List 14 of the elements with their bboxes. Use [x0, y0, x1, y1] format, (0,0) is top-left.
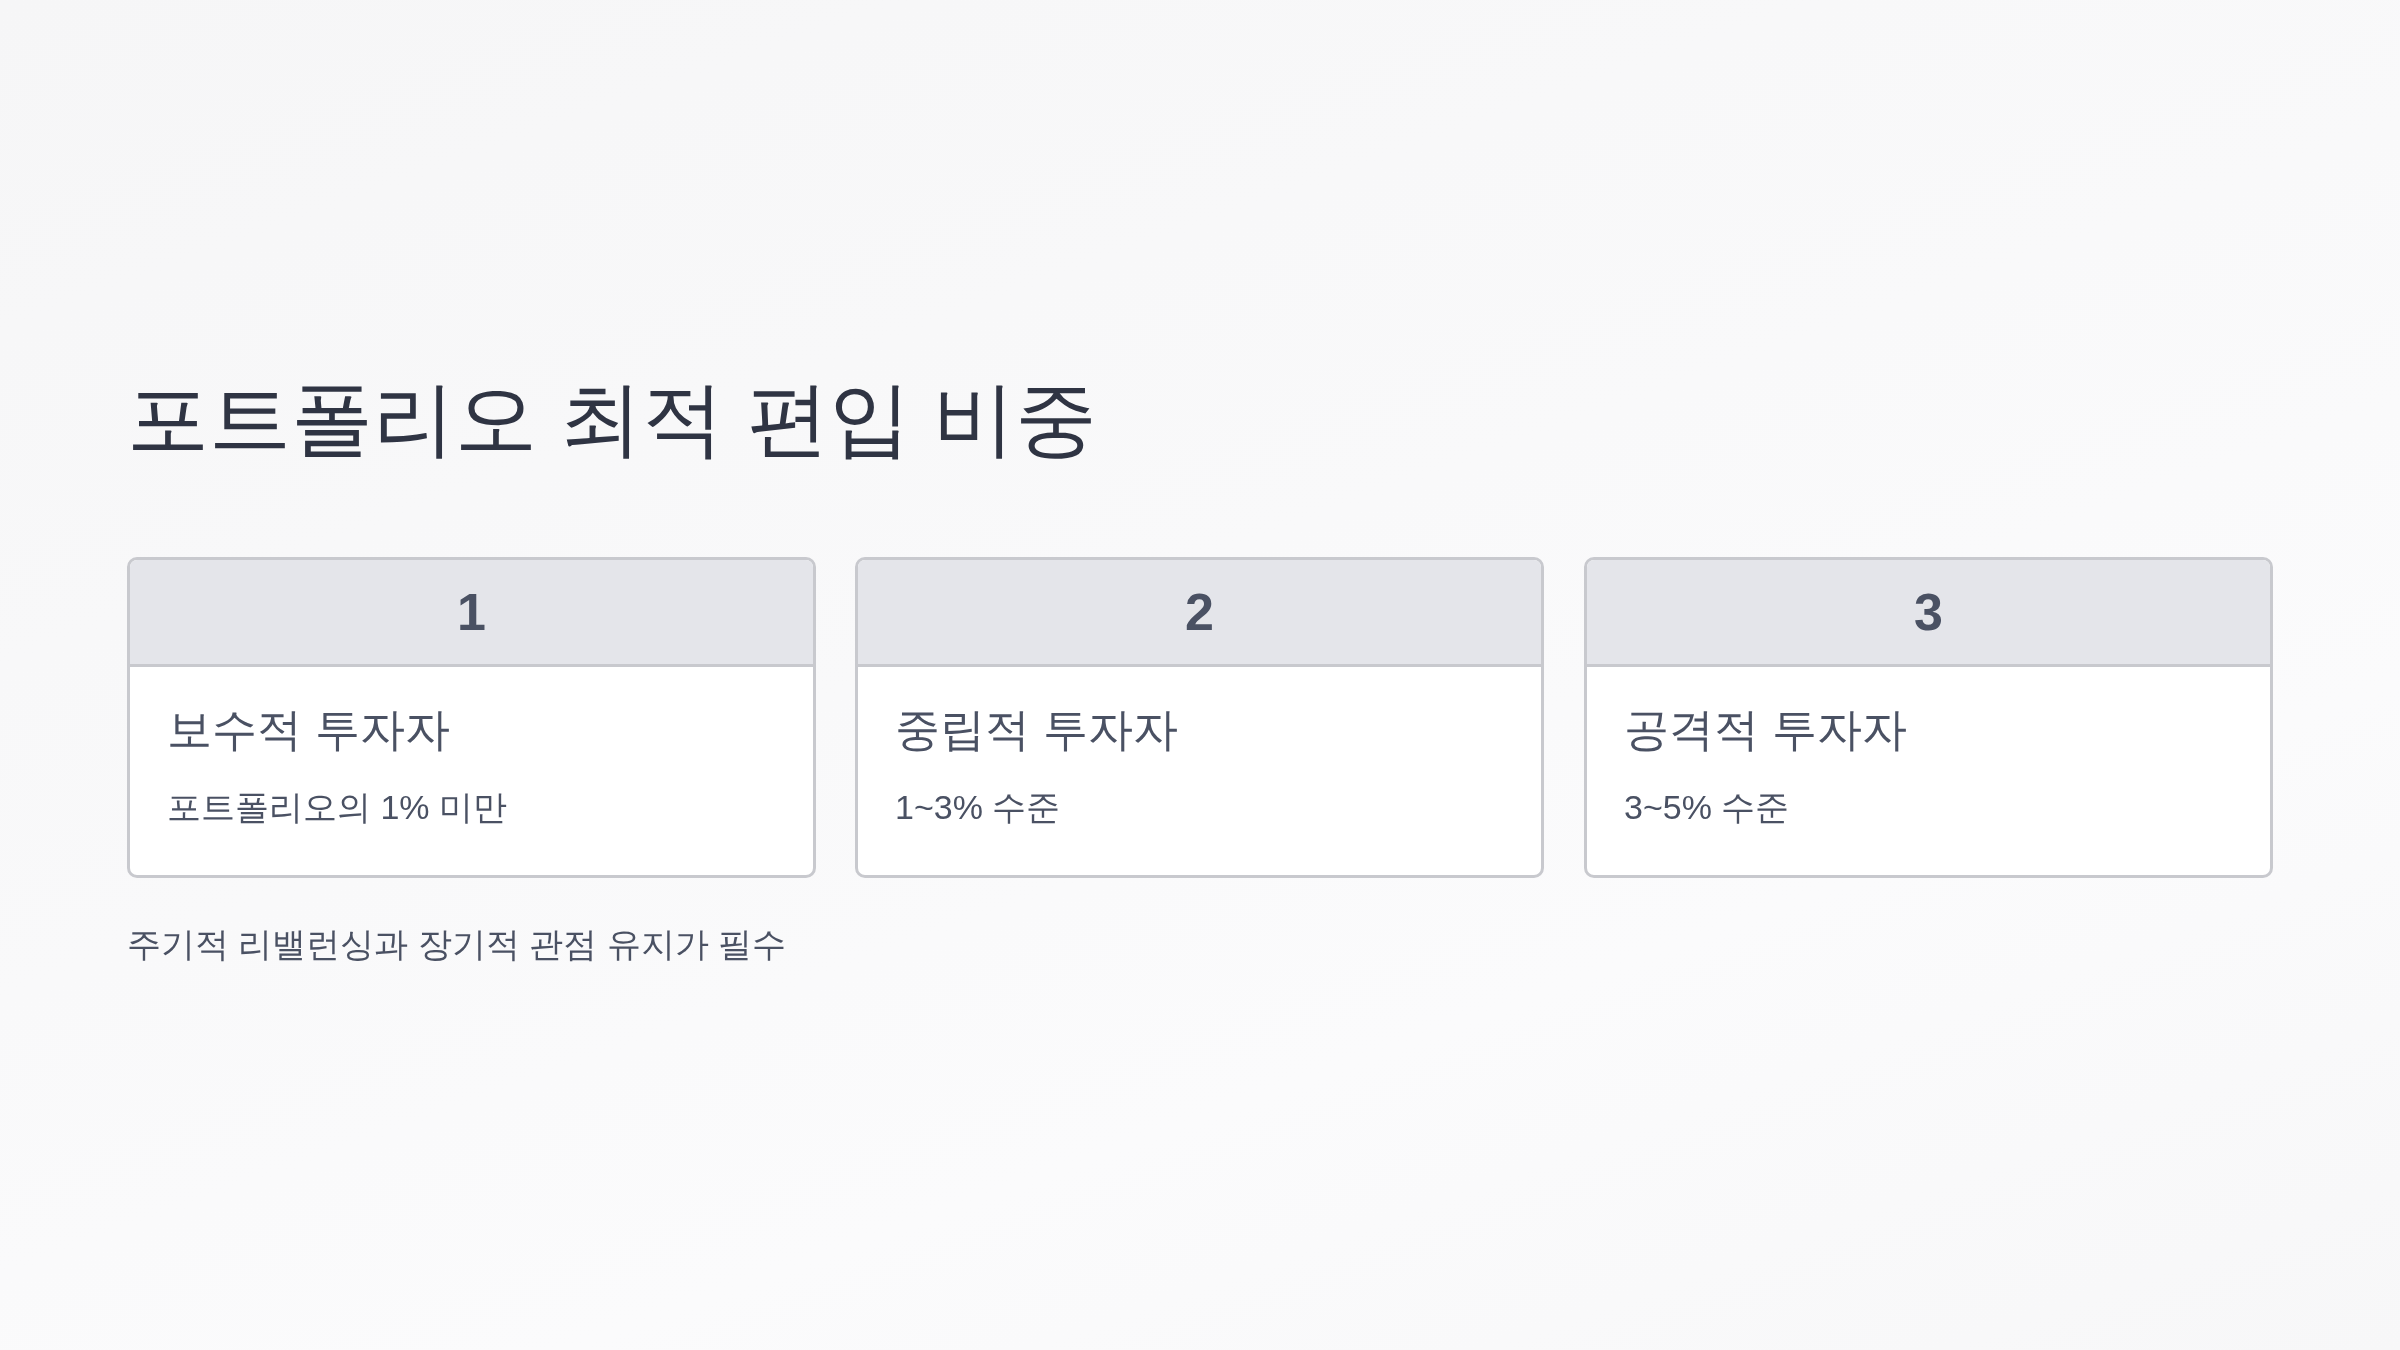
step-number-header: 3: [1587, 560, 2270, 667]
card-heading: 공격적 투자자: [1624, 703, 1907, 757]
step-number-header: 2: [858, 560, 1541, 667]
investor-card: [1584, 557, 2273, 878]
card-text: 1~3% 수준: [895, 787, 1061, 828]
card-heading: 중립적 투자자: [895, 703, 1178, 757]
step-number-header: 1: [130, 560, 813, 667]
card-heading: 보수적 투자자: [167, 703, 450, 757]
investor-card: [127, 557, 816, 878]
slide-title: 포트폴리오 최적 편입 비중: [127, 372, 1098, 466]
note-text: 주기적 리밸런싱과 장기적 관점 유지가 필수: [127, 924, 787, 965]
investor-card: [855, 557, 1544, 878]
card-text: 포트폴리오의 1% 미만: [167, 787, 508, 828]
card-text: 3~5% 수준: [1624, 787, 1790, 828]
